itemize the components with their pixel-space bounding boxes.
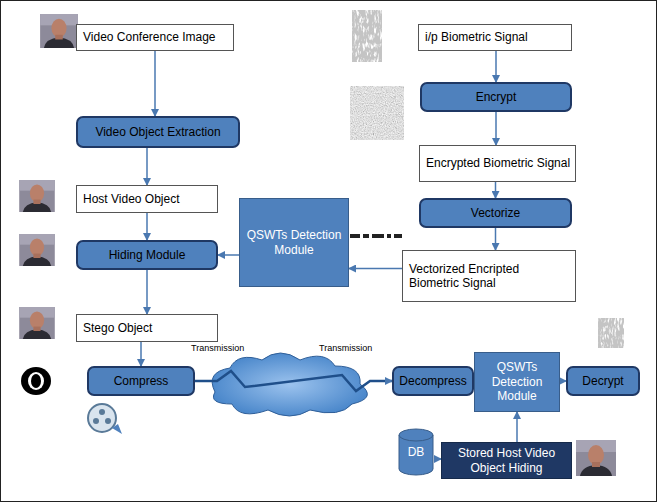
flow-arrow	[349, 268, 402, 270]
node-text: i/p Biometric Signal	[419, 30, 532, 44]
node-text: Video Object Extraction	[91, 125, 224, 139]
transmission-label: Transmission	[190, 343, 245, 353]
node-text: Vectorized Encripted Biometric Signal	[403, 262, 575, 291]
process-box: Decrypt	[566, 366, 640, 396]
flow-arrow	[495, 51, 497, 82]
fingerprint-image	[598, 318, 624, 348]
flow-arrow	[495, 182, 497, 198]
eye-icon	[21, 367, 51, 395]
node-text: QSWTs Detection Module	[240, 228, 348, 257]
node-text: Video Conference Image	[77, 30, 220, 44]
flow-arrow	[146, 148, 148, 185]
flow-arrow	[154, 51, 156, 116]
data-box: Stego Object	[76, 314, 218, 342]
flow-arrow	[495, 228, 497, 250]
input-box: Video Conference Image	[76, 24, 234, 51]
flow-arrow	[516, 412, 518, 442]
node-text: Decompress	[395, 374, 470, 388]
node-text: Vectorize	[467, 206, 524, 220]
module-box: QSWTs Detection Module	[239, 198, 349, 287]
encrypted-noise-image	[350, 86, 404, 140]
face-photo	[19, 180, 55, 212]
node-text: Encrypt	[472, 90, 521, 104]
node-text: QSWTs Detection Module	[475, 360, 559, 403]
node-text: Compress	[110, 374, 173, 388]
network-cloud	[212, 353, 367, 416]
vector-barcode	[350, 234, 402, 238]
transmission-link	[195, 371, 392, 391]
flow-arrow	[146, 270, 148, 314]
data-box: Vectorized Encripted Biometric Signal	[402, 250, 576, 302]
flow-arrow	[146, 213, 148, 240]
fingerprint-image	[352, 10, 382, 62]
input-box: i/p Biometric Signal	[418, 24, 572, 51]
process-box: Compress	[87, 366, 195, 396]
node-text: Stego Object	[77, 321, 156, 335]
process-box: Decompress	[392, 366, 474, 396]
data-box: Encrypted Biometric Signal	[419, 145, 576, 182]
flow-arrow	[434, 458, 441, 460]
node-text: Host Video Object	[77, 192, 184, 206]
transmission-label: Transmission	[318, 343, 373, 353]
face-photo	[19, 307, 55, 339]
node-text: DB	[404, 445, 429, 459]
node-text: Stored Host Video Object Hiding	[442, 446, 571, 475]
module-box: QSWTs Detection Module	[474, 352, 560, 412]
node-text: Hiding Module	[105, 248, 190, 262]
process-box: Hiding Module	[76, 240, 218, 270]
flow-arrow	[140, 342, 142, 366]
flow-arrow	[495, 112, 497, 145]
face-photo	[19, 234, 55, 266]
process-box: Vectorize	[419, 198, 572, 228]
node-text: Encrypted Biometric Signal	[420, 156, 574, 170]
face-photo	[40, 14, 78, 48]
data-box: Host Video Object	[76, 185, 218, 213]
face-photo	[576, 440, 616, 476]
node-text: Decrypt	[578, 374, 627, 388]
flow-arrow	[218, 254, 239, 256]
storage-box: Stored Host Video Object Hiding	[441, 442, 572, 479]
film-reel-icon	[88, 404, 122, 434]
process-box: Video Object Extraction	[76, 116, 240, 148]
process-box: Encrypt	[420, 82, 572, 112]
database-cylinder: DB	[398, 428, 434, 476]
